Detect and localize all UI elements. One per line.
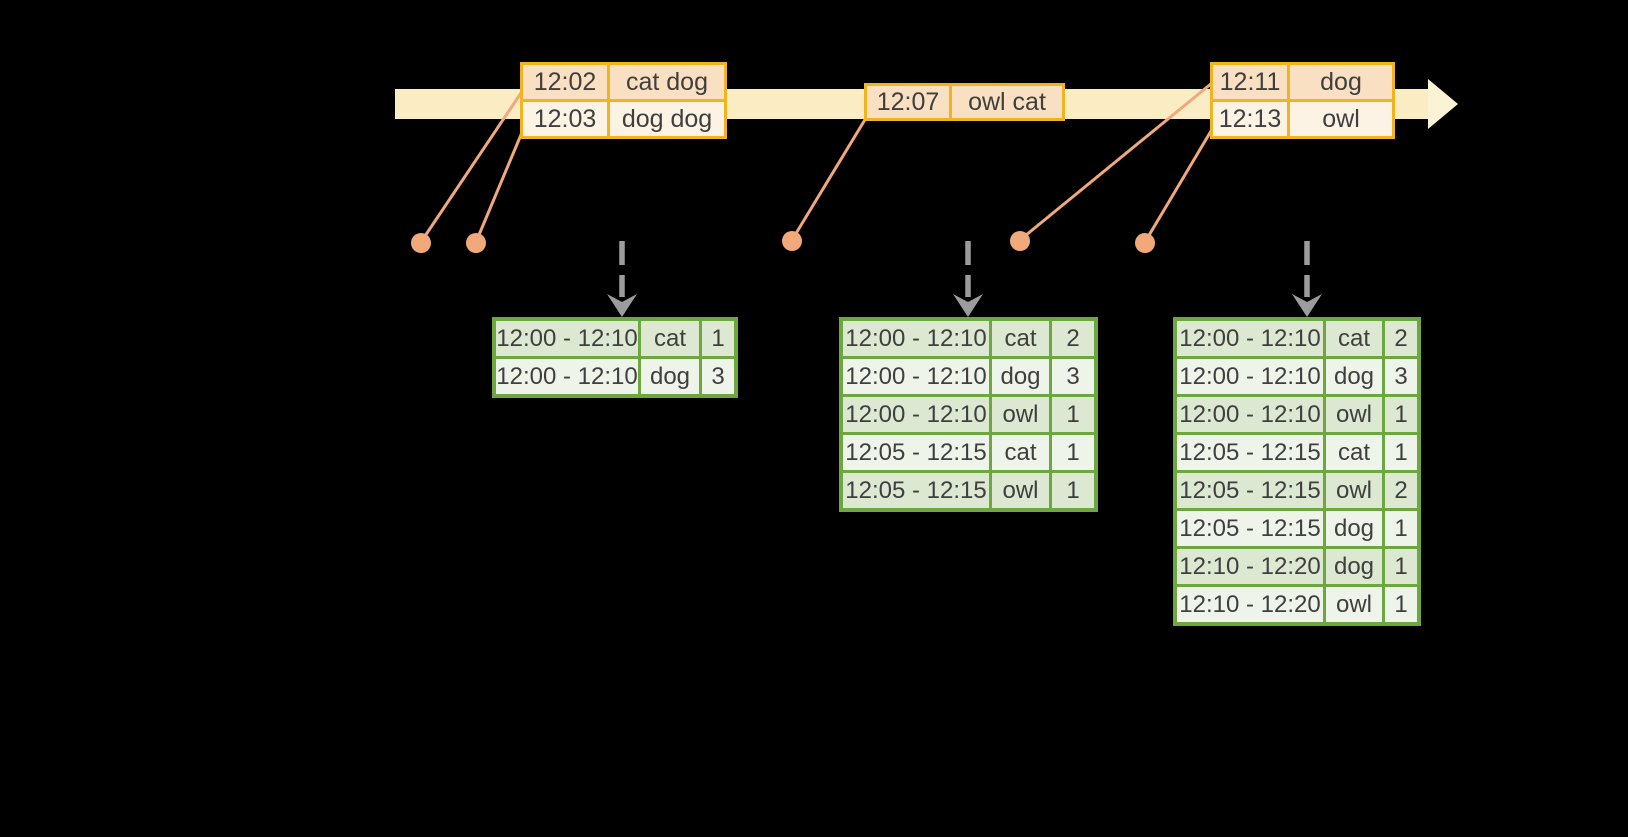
window-cell: 12:00 - 12:10: [496, 321, 638, 356]
count-cell: 3: [1385, 359, 1417, 394]
count-cell: 1: [1052, 435, 1094, 470]
event-dot: [1010, 231, 1030, 251]
event-time-cell: 12:11: [1213, 65, 1287, 99]
count-cell: 2: [1052, 321, 1094, 356]
trigger-arrows: [607, 241, 1322, 317]
event-table-3: 12:11 dog 12:13 owl: [1210, 62, 1395, 139]
window-cell: 12:10 - 12:20: [1177, 587, 1323, 622]
connector-line: [474, 129, 525, 243]
trigger-arrow-icon: [607, 294, 637, 317]
event-dot: [466, 233, 486, 253]
event-dot: [782, 231, 802, 251]
word-cell: owl: [992, 473, 1049, 508]
count-cell: 2: [1385, 321, 1417, 356]
connector-line: [419, 89, 525, 243]
timeline-arrowhead-icon: [1428, 79, 1458, 129]
window-cell: 12:05 - 12:15: [1177, 511, 1323, 546]
word-cell: cat: [992, 321, 1049, 356]
event-words-cell: dog: [1290, 65, 1392, 99]
event-dot: [1135, 233, 1155, 253]
count-cell: 3: [1052, 359, 1094, 394]
count-cell: 1: [1052, 397, 1094, 432]
count-cell: 1: [1385, 511, 1417, 546]
count-cell: 1: [1385, 549, 1417, 584]
result-table-2: 12:00 - 12:10 cat 2 12:00 - 12:10 dog 3 …: [839, 317, 1098, 512]
word-cell: cat: [992, 435, 1049, 470]
window-cell: 12:05 - 12:15: [843, 473, 989, 508]
event-words-cell: dog dog: [610, 102, 724, 136]
window-cell: 12:10 - 12:20: [1177, 549, 1323, 584]
event-time-dots: [411, 231, 1155, 253]
word-cell: owl: [1326, 397, 1382, 432]
event-time-cell: 12:03: [523, 102, 607, 136]
word-cell: dog: [992, 359, 1049, 394]
window-cell: 12:00 - 12:10: [843, 359, 989, 394]
count-cell: 1: [702, 321, 734, 356]
word-cell: dog: [641, 359, 699, 394]
count-cell: 2: [1385, 473, 1417, 508]
word-cell: dog: [1326, 511, 1382, 546]
window-cell: 12:00 - 12:10: [843, 321, 989, 356]
window-cell: 12:00 - 12:10: [1177, 397, 1323, 432]
window-cell: 12:00 - 12:10: [843, 397, 989, 432]
result-table-3: 12:00 - 12:10 cat 2 12:00 - 12:10 dog 3 …: [1173, 317, 1421, 626]
event-table-1: 12:02 cat dog 12:03 dog dog: [520, 62, 727, 139]
window-cell: 12:05 - 12:15: [1177, 435, 1323, 470]
count-cell: 3: [702, 359, 734, 394]
event-dot: [411, 233, 431, 253]
trigger-arrow-icon: [1292, 294, 1322, 317]
trigger-arrow-icon: [953, 294, 983, 317]
word-cell: dog: [1326, 359, 1382, 394]
word-cell: cat: [641, 321, 699, 356]
window-cell: 12:00 - 12:10: [1177, 321, 1323, 356]
word-cell: owl: [1326, 587, 1382, 622]
window-cell: 12:00 - 12:10: [496, 359, 638, 394]
event-time-cell: 12:07: [867, 86, 949, 118]
event-time-cell: 12:13: [1213, 102, 1287, 136]
event-time-cell: 12:02: [523, 65, 607, 99]
word-cell: cat: [1326, 435, 1382, 470]
word-cell: cat: [1326, 321, 1382, 356]
connector-line: [1143, 125, 1216, 243]
word-cell: owl: [992, 397, 1049, 432]
connector-lines: [419, 81, 1216, 243]
connector-line: [1019, 81, 1213, 242]
count-cell: 1: [1385, 587, 1417, 622]
event-table-2: 12:07 owl cat: [864, 83, 1065, 121]
word-cell: owl: [1326, 473, 1382, 508]
event-words-cell: owl: [1290, 102, 1392, 136]
result-table-1: 12:00 - 12:10 cat 1 12:00 - 12:10 dog 3: [492, 317, 738, 398]
window-cell: 12:05 - 12:15: [1177, 473, 1323, 508]
connector-line: [790, 117, 868, 241]
count-cell: 1: [1385, 435, 1417, 470]
event-words-cell: owl cat: [952, 86, 1062, 118]
count-cell: 1: [1052, 473, 1094, 508]
window-cell: 12:00 - 12:10: [1177, 359, 1323, 394]
count-cell: 1: [1385, 397, 1417, 432]
event-words-cell: cat dog: [610, 65, 724, 99]
word-cell: dog: [1326, 549, 1382, 584]
window-cell: 12:05 - 12:15: [843, 435, 989, 470]
